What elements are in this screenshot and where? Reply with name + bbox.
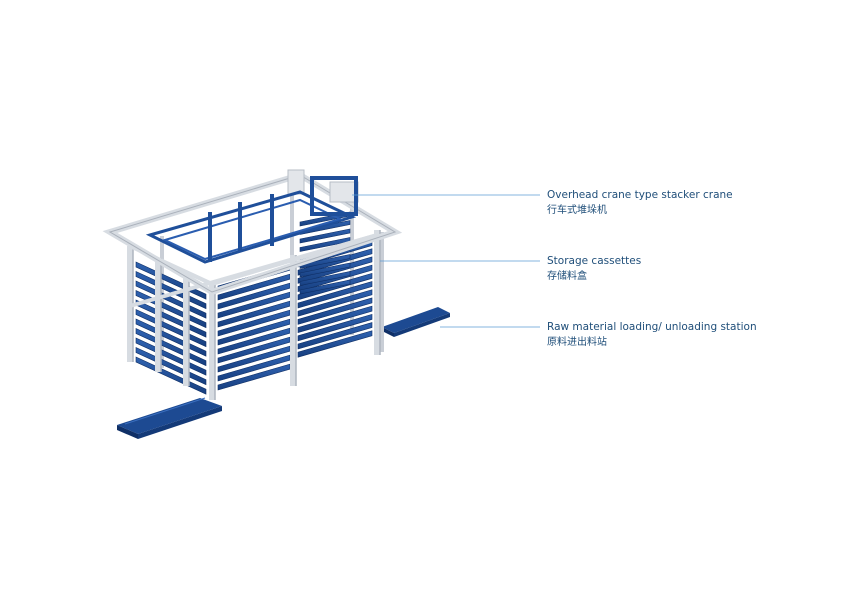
cassette-tray [297,313,373,342]
annotation-crane: Overhead crane type stacker crane 行车式堆垛机 [547,187,733,219]
loading-station-right [382,307,450,337]
leader-lines [352,194,540,328]
cassette-tray [299,228,351,244]
cassette-tray [299,279,351,295]
storage-cassettes [135,211,373,395]
cassette-tray [297,289,373,317]
annotation-station: Raw material loading/ unloading station … [547,319,757,351]
annotation-station-zh: 原料进出料站 [547,337,607,348]
cassette-tray [297,305,373,333]
cassette-tray [297,330,373,358]
cassette-tray [299,262,351,278]
cassette-tray [297,322,373,350]
cassette-tray [299,271,351,286]
loading-station-left [117,397,222,439]
annotation-cassettes: Storage cassettes 存储料盒 [547,253,641,285]
annotation-cassettes-en: Storage cassettes [547,255,642,267]
top-frame [102,169,403,296]
cassette-tray [297,281,373,309]
annotation-cassettes-zh: 存储料盒 [547,271,587,282]
cassette-tray [299,254,351,269]
annotation-station-en: Raw material loading/ unloading station [547,321,757,333]
annotation-crane-zh: 行车式堆垛机 [547,205,607,216]
cassette-tray [297,297,373,325]
annotation-crane-en: Overhead crane type stacker crane [547,189,733,201]
stacker-crane [145,176,358,264]
